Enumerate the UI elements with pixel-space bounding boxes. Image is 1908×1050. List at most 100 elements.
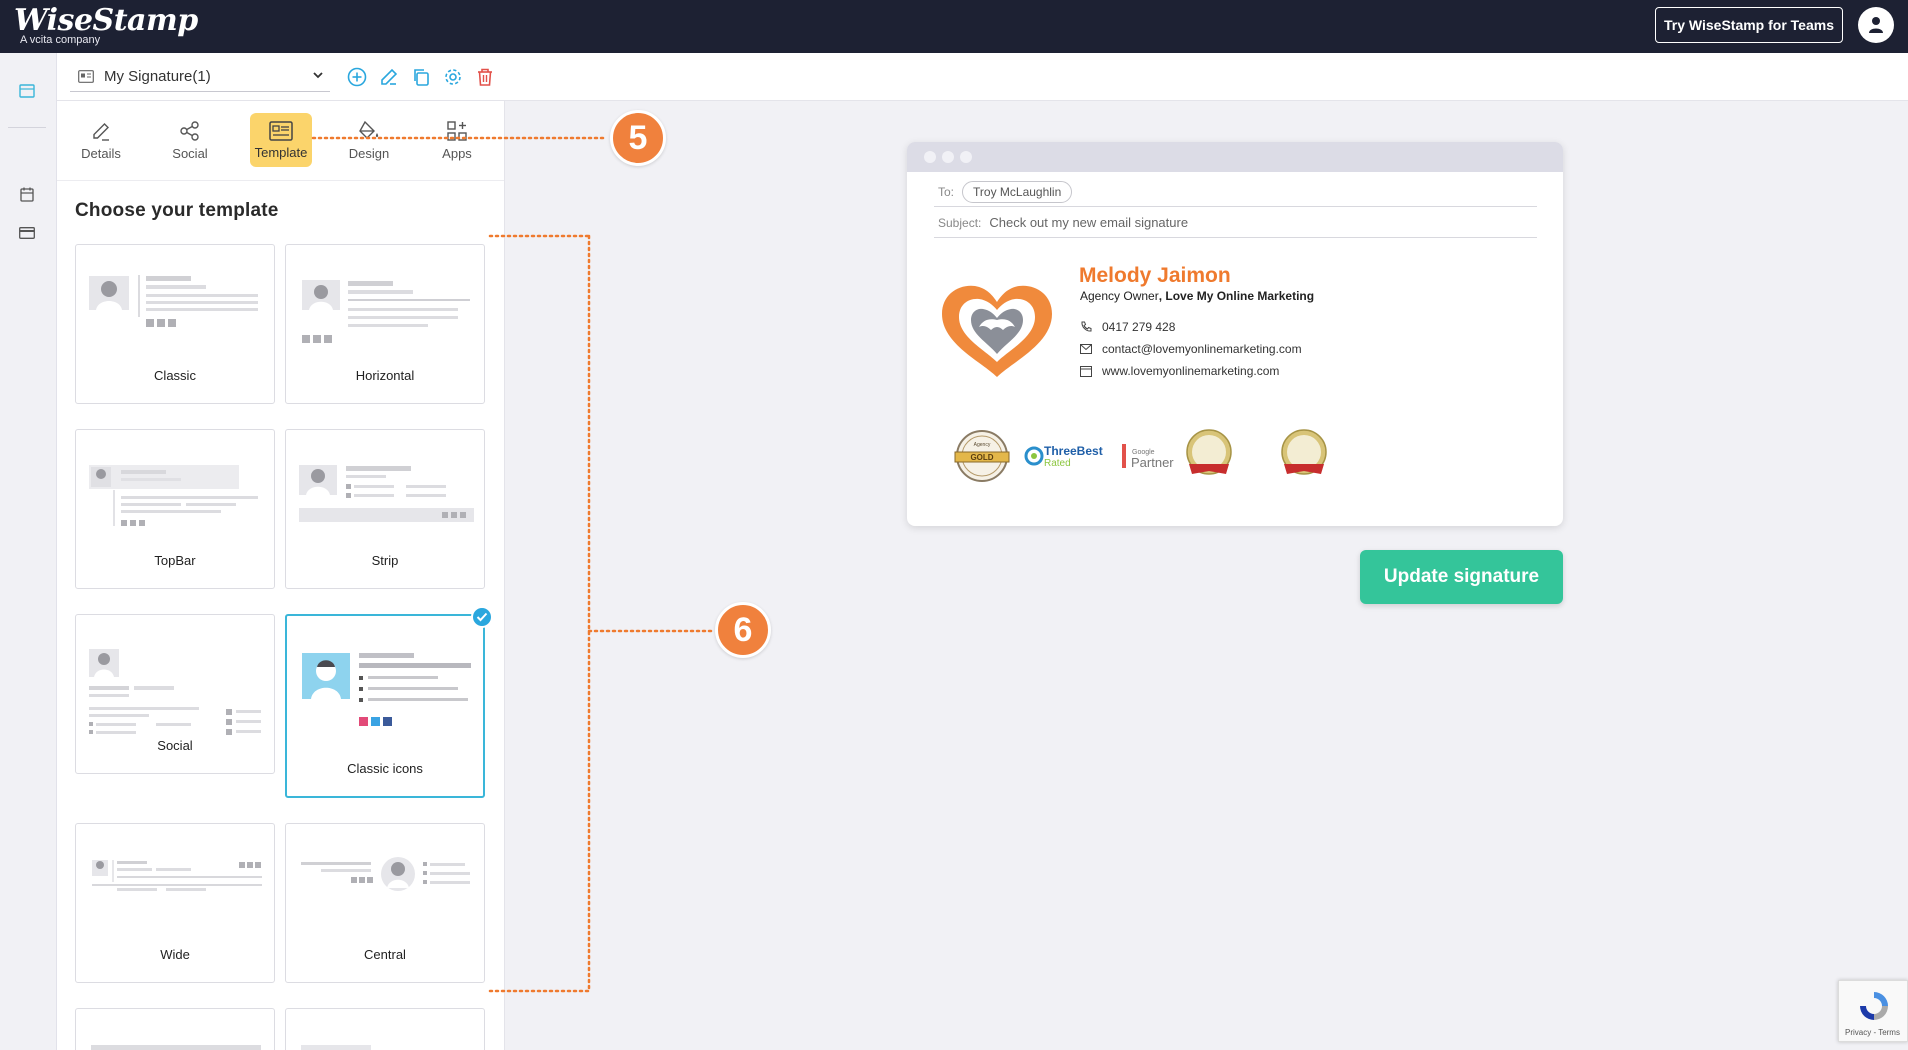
template-card-social[interactable]: Social (75, 614, 275, 774)
email-window-bar (907, 142, 1563, 172)
signature-select[interactable]: My Signature(1) (70, 62, 330, 92)
signature-select-value: My Signature(1) (104, 68, 211, 85)
duplicate-signature-button[interactable] (410, 66, 432, 88)
tab-template[interactable]: Template (250, 113, 312, 167)
signature-badges-image: GOLD Agency ThreeBest Rated Google Partn… (954, 429, 1232, 482)
user-account-button[interactable] (1858, 7, 1894, 43)
template-preview-partial-2 (301, 1045, 371, 1050)
rail-divider (8, 127, 46, 128)
signature-card-icon (78, 70, 94, 83)
google-text: Google (1132, 449, 1155, 456)
logo-tagline: A vcita company (20, 34, 101, 46)
chevron-down-icon (313, 72, 323, 79)
template-preview-central (301, 857, 470, 891)
tab-apps[interactable]: Apps (426, 113, 488, 167)
apps-icon (447, 120, 467, 141)
gear-icon (445, 69, 461, 85)
tab-details[interactable]: Details (70, 113, 132, 167)
calendar-icon[interactable] (17, 184, 37, 204)
window-dot (924, 151, 936, 163)
heart-logo-image (942, 285, 1052, 377)
template-card-horizontal[interactable]: Horizontal (285, 244, 485, 404)
template-preview-topbar (89, 465, 258, 526)
delete-signature-button[interactable] (474, 66, 496, 88)
recaptcha-badge[interactable]: Privacy - Terms (1838, 980, 1908, 1042)
signature-settings-button[interactable] (442, 66, 464, 88)
tab-details-label: Details (81, 145, 121, 161)
signature-email-row: contact@lovemyonlinemarketing.com (1080, 342, 1302, 356)
template-card-partial-1[interactable] (75, 1008, 275, 1050)
add-signature-button[interactable] (346, 66, 368, 88)
step-6-badge: 6 (715, 602, 771, 658)
recaptcha-links[interactable]: Privacy - Terms (1845, 1028, 1900, 1037)
tab-design[interactable]: Design (338, 113, 400, 167)
to-label: To: (938, 184, 955, 199)
tab-social-label: Social (172, 145, 208, 161)
threebest-text: ThreeBest (1044, 444, 1103, 458)
window-dot (960, 151, 972, 163)
partner-text: Partner (1131, 455, 1174, 470)
tab-social[interactable]: Social (159, 113, 221, 167)
template-card-partial-2[interactable] (285, 1008, 485, 1050)
signature-toolbar: My Signature(1) (57, 53, 1908, 101)
tab-design-label: Design (348, 145, 390, 161)
email-preview: To: Troy McLaughlin Subject: Check out m… (907, 142, 1563, 526)
template-preview-classic (89, 275, 258, 327)
template-label-central: Central (364, 947, 406, 962)
signature-email[interactable]: contact@lovemyonlinemarketing.com (1102, 342, 1302, 356)
logo-wordmark: WiseStamp (14, 3, 198, 38)
subject-value: Check out my new email signature (989, 215, 1189, 230)
editor-tabs: Details Social Template Design Apps (57, 101, 504, 181)
template-preview-horizontal (302, 280, 470, 343)
template-label-horizontal: Horizontal (355, 368, 415, 383)
signature-phone-row: 0417 279 428 (1080, 320, 1175, 334)
template-card-topbar[interactable]: TopBar (75, 429, 275, 589)
signature-phone: 0417 279 428 (1102, 320, 1176, 334)
top-bar: WiseStamp A vcita company Try WiseStamp … (0, 0, 1908, 53)
pencil-icon (93, 122, 109, 141)
signature-editor-icon[interactable] (17, 81, 37, 101)
step-5-badge: 5 (610, 110, 666, 166)
template-card-central[interactable]: Central (285, 823, 485, 983)
template-card-wide[interactable]: Wide (75, 823, 275, 983)
template-label-classic-icons: Classic icons (347, 761, 423, 776)
selected-check-icon (471, 606, 493, 628)
update-signature-button[interactable]: Update signature (1360, 550, 1563, 604)
gold-badge-top: Agency (974, 442, 991, 448)
google-partner-badge: Google Partner (1122, 444, 1174, 470)
recipient-chip: Troy McLaughlin (962, 180, 1073, 203)
trash-icon (478, 68, 492, 86)
template-preview-strip (299, 465, 474, 522)
browser-icon (1080, 365, 1092, 377)
template-label-wide: Wide (160, 947, 190, 962)
edit-icon (381, 68, 398, 85)
email-subject-row: Subject: Check out my new email signatur… (934, 208, 1537, 238)
window-dot (942, 151, 954, 163)
signature-website-row: www.lovemyonlinemarketing.com (1080, 364, 1279, 378)
signature-website[interactable]: www.lovemyonlinemarketing.com (1102, 364, 1280, 378)
template-preview-classic-icons (302, 653, 471, 726)
template-preview-partial-1 (91, 1045, 261, 1050)
envelope-icon (1080, 344, 1092, 354)
tab-template-label: Template (254, 144, 308, 160)
paint-bucket-icon (359, 120, 379, 139)
template-preview-social (89, 649, 261, 735)
threebest-rated-badge: ThreeBest Rated (1024, 444, 1103, 469)
signature-name: Melody Jaimon (1079, 264, 1231, 287)
template-panel: Details Social Template Design Apps Choo… (57, 101, 505, 1050)
wisestamp-logo[interactable]: WiseStamp A vcita company (14, 3, 198, 47)
rename-signature-button[interactable] (378, 66, 400, 88)
template-label-strip: Strip (371, 553, 399, 568)
card-icon[interactable] (17, 223, 37, 243)
try-teams-button[interactable]: Try WiseStamp for Teams (1655, 7, 1843, 43)
template-label-classic: Classic (154, 368, 196, 383)
subject-label: Subject: (938, 215, 982, 230)
template-card-strip[interactable]: Strip (285, 429, 485, 589)
template-card-classic[interactable]: Classic (75, 244, 275, 404)
gold-badge-text: GOLD (970, 453, 993, 462)
user-icon (1869, 17, 1883, 33)
template-label-topbar: TopBar (154, 553, 196, 568)
award-seal-1 (1186, 429, 1232, 475)
signature-company: , Love My Online Marketing (1158, 289, 1315, 303)
template-card-classic-icons[interactable]: Classic icons (285, 606, 493, 798)
